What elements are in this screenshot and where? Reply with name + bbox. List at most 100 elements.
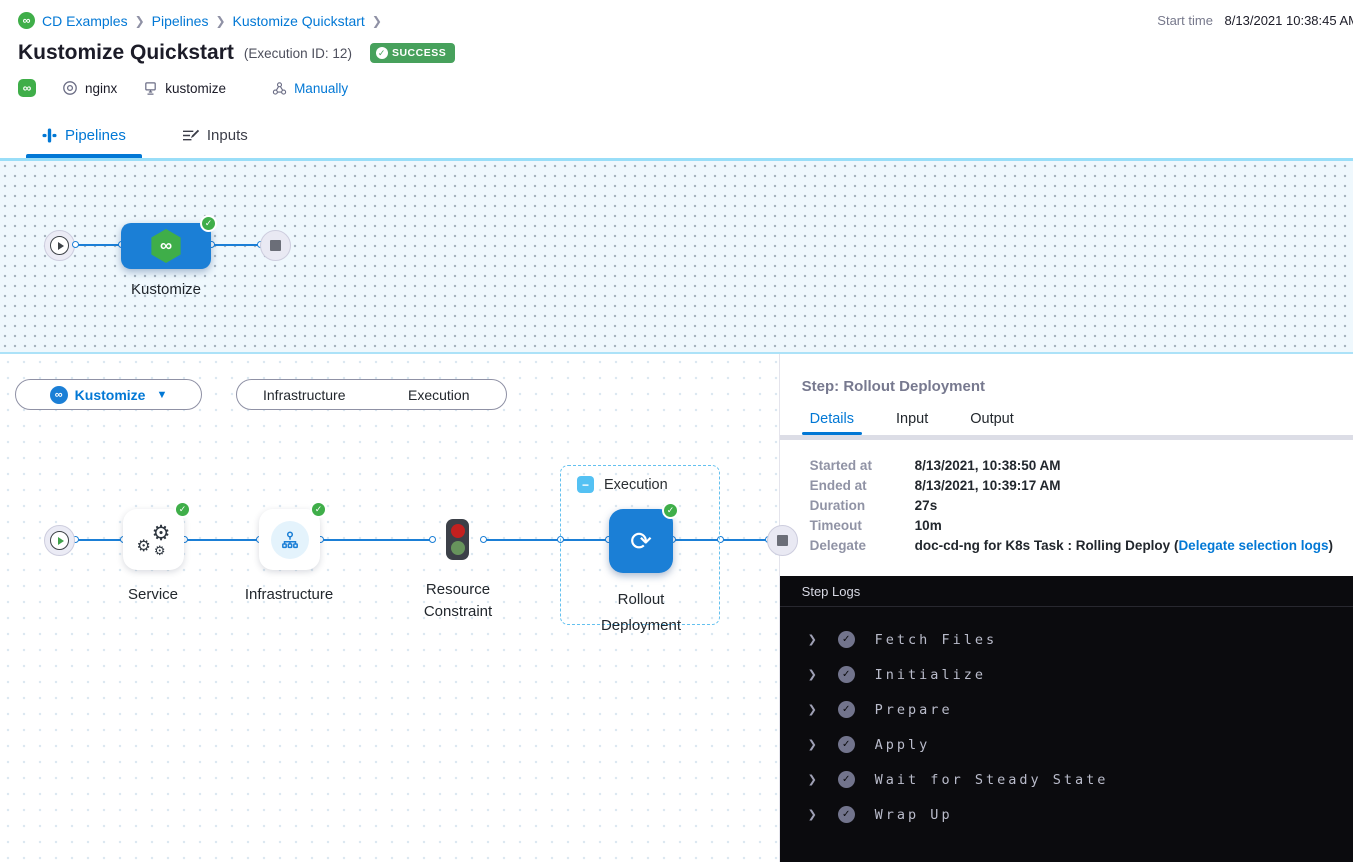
chevron-right-icon[interactable]: ❯ — [807, 739, 817, 751]
connector-line — [184, 539, 259, 541]
node-rollout-deployment[interactable]: ⟳ ✓ — [609, 502, 679, 573]
connector-line — [75, 539, 123, 541]
connector-line — [75, 244, 121, 246]
infrastructure-icon — [281, 530, 298, 548]
tab-pipelines-label: Pipelines — [65, 126, 126, 144]
success-check-icon: ✓ — [310, 501, 327, 518]
pipeline-icon — [42, 127, 57, 143]
chevron-right-icon[interactable]: ❯ — [807, 634, 817, 646]
environment-icon — [63, 81, 77, 95]
page-header: ∞ CD Examples ❯ Pipelines ❯ Kustomize Qu… — [0, 0, 1353, 112]
tab-output[interactable]: Output — [970, 411, 1014, 427]
stage-dropdown-icon: ∞ — [49, 385, 68, 404]
harness-cd-icon: ∞ — [18, 79, 36, 97]
delegate-selection-logs-link[interactable]: Delegate selection logs — [1178, 538, 1329, 553]
execution-group: − Execution ⟳ ✓ Rollout Deployment — [560, 465, 720, 634]
tab-inputs[interactable]: Inputs — [182, 112, 248, 158]
node-label-infrastructure: Infrastructure — [244, 586, 334, 603]
node-label-constraint: Constraint — [423, 603, 493, 620]
page-title: Kustomize Quickstart — [18, 41, 234, 64]
start-time-label: Start time — [1157, 13, 1213, 28]
node-label-service: Service — [127, 586, 179, 603]
stage-selector-dropdown[interactable]: ∞ Kustomize ▼ — [15, 379, 202, 410]
environment-name: kustomize — [165, 80, 227, 96]
node-label-resource: Resource — [425, 581, 491, 598]
log-section-fetch-files[interactable]: ❯ ✓ Fetch Files — [807, 631, 998, 648]
step-logs-list: ❯ ✓ Fetch Files ❯ ✓ Initialize ❯ ✓ Prepa… — [780, 607, 1353, 832]
collapse-group-icon[interactable]: − — [577, 476, 594, 493]
pipeline-start-node[interactable] — [44, 230, 75, 261]
status-badge: ✓ SUCCESS — [369, 43, 456, 63]
tab-details[interactable]: Details — [801, 411, 863, 435]
breadcrumb: ∞ CD Examples ❯ Pipelines ❯ Kustomize Qu… — [18, 12, 1353, 29]
execution-start-node[interactable] — [44, 525, 75, 556]
detail-value: 8/13/2021, 10:39:17 AM — [914, 478, 1061, 493]
log-section-initialize[interactable]: ❯ ✓ Initialize — [807, 666, 986, 683]
start-time-value: 8/13/2021 10:38:45 AM — [1224, 13, 1353, 28]
tab-input[interactable]: Input — [896, 411, 929, 427]
environment-meta[interactable]: kustomize — [143, 81, 226, 96]
toggle-infrastructure[interactable]: Infrastructure — [263, 386, 346, 403]
node-infrastructure[interactable]: ✓ — [259, 501, 327, 570]
trigger-icon — [272, 81, 287, 95]
chevron-right-icon[interactable]: ❯ — [807, 704, 817, 716]
breadcrumb-pipelines[interactable]: Pipelines — [151, 12, 209, 29]
detail-value: 27s — [914, 498, 938, 513]
success-check-icon: ✓ — [837, 806, 855, 823]
service-meta[interactable]: nginx — [62, 80, 117, 96]
success-check-icon: ✓ — [174, 501, 191, 518]
detail-value: 8/13/2021, 10:38:50 AM — [914, 458, 1061, 473]
breadcrumb-kustomize-quickstart[interactable]: Kustomize Quickstart — [232, 12, 365, 29]
service-name: nginx — [85, 80, 118, 96]
connector-dot — [717, 536, 724, 543]
harness-logo-icon: ∞ — [18, 12, 35, 29]
selected-stage-label: Kustomize — [74, 386, 146, 403]
chevron-down-icon: ▼ — [156, 388, 168, 401]
execution-end-node[interactable] — [767, 525, 798, 556]
pipeline-stage-canvas[interactable]: ∞ ✓ Kustomize — [0, 158, 1353, 352]
trigger-type: Manually — [294, 80, 349, 96]
connector-line — [320, 539, 432, 541]
panel-scrollbar-track[interactable] — [779, 435, 1353, 440]
node-service[interactable]: ⚙ ⚙ ⚙ ✓ — [123, 501, 191, 570]
node-resource-constraint[interactable] — [446, 519, 469, 560]
chevron-right-icon[interactable]: ❯ — [807, 809, 817, 821]
chevron-right-icon: ❯ — [134, 13, 145, 28]
log-section-prepare[interactable]: ❯ ✓ Prepare — [807, 701, 953, 718]
toggle-execution[interactable]: Execution — [408, 386, 470, 403]
detail-label: Timeout — [809, 518, 862, 533]
connector-dot — [480, 536, 487, 543]
traffic-light-red — [450, 524, 465, 538]
tab-pipelines[interactable]: Pipelines — [26, 112, 142, 158]
pipeline-end-node[interactable] — [260, 230, 291, 261]
step-panel-title: Step: Rollout Deployment — [801, 378, 986, 395]
detail-label: Started at — [809, 458, 872, 473]
chevron-right-icon[interactable]: ❯ — [807, 669, 817, 681]
check-circle-icon: ✓ — [375, 47, 388, 59]
success-check-icon: ✓ — [837, 666, 855, 683]
connector-dot — [429, 536, 436, 543]
log-section-wrap-up[interactable]: ❯ ✓ Wrap Up — [807, 806, 953, 823]
chevron-right-icon[interactable]: ❯ — [807, 774, 817, 786]
kubernetes-stage-icon: ∞ — [151, 229, 181, 263]
log-section-wait-for-steady-state[interactable]: ❯ ✓ Wait for Steady State — [807, 771, 1109, 788]
breadcrumb-cd-examples[interactable]: CD Examples — [42, 12, 128, 29]
inputs-icon — [182, 129, 199, 140]
step-logs-panel: Step Logs ❯ ✓ Fetch Files ❯ ✓ Initialize… — [779, 576, 1353, 862]
execution-canvas[interactable]: ∞ Kustomize ▼ Infrastructure Execution — [0, 354, 798, 862]
rollout-icon: ⟳ — [630, 525, 652, 556]
step-detail-panel: Step: Rollout Deployment Details Input O… — [778, 354, 1353, 862]
execution-id: (Execution ID: 12) — [243, 45, 352, 61]
chevron-right-icon: ❯ — [371, 13, 382, 28]
success-check-icon: ✓ — [837, 631, 855, 648]
traffic-light-green — [450, 541, 465, 555]
step-logs-header: Step Logs — [779, 576, 1353, 607]
connector-line — [211, 244, 260, 246]
stage-label: Kustomize — [130, 281, 202, 298]
trigger-meta[interactable]: Manually — [272, 81, 348, 96]
detail-label: Duration — [809, 498, 866, 513]
view-tabs: Pipelines Inputs — [0, 112, 1353, 158]
step-details: Started at 8/13/2021, 10:38:50 AM Ended … — [780, 440, 1353, 556]
stage-node-kustomize[interactable]: ∞ ✓ — [121, 215, 217, 269]
log-section-apply[interactable]: ❯ ✓ Apply — [807, 736, 931, 753]
